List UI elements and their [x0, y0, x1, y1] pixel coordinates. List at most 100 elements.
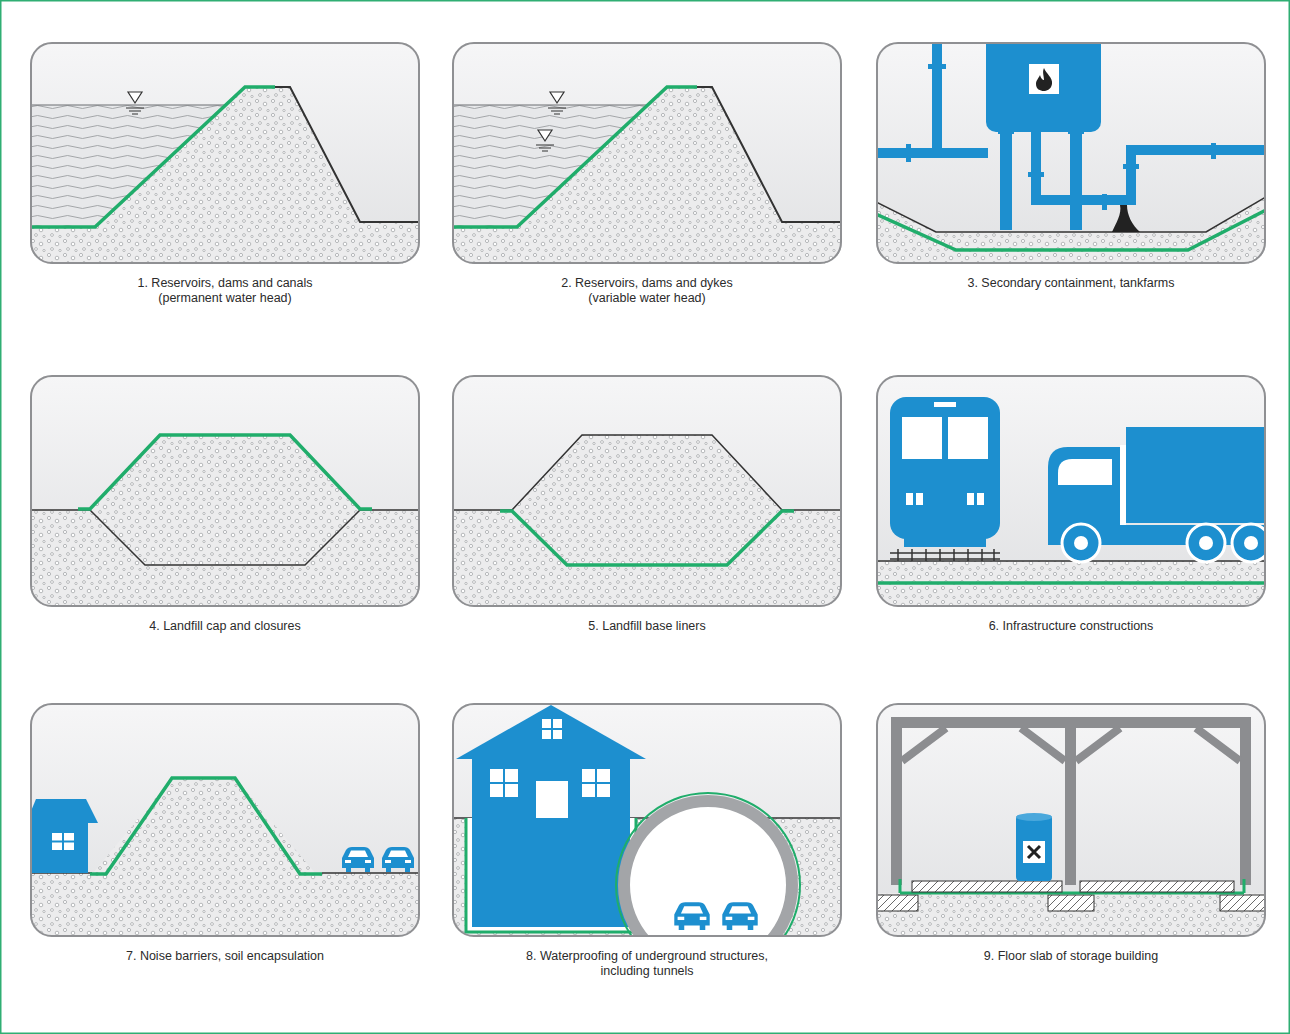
illustration-part	[1036, 132, 1266, 200]
illustration-part	[30, 872, 420, 874]
illustration-part	[52, 833, 74, 850]
application-panel: 4. Landfill cap and closures	[30, 375, 420, 607]
illustration-part	[382, 847, 414, 872]
illustration-part	[536, 781, 568, 818]
application-panel: 6. Infrastructure constructions	[876, 375, 1266, 607]
panel-caption: 5. Landfill base liners	[457, 619, 837, 634]
illustration-part	[902, 417, 942, 459]
illustration-part	[90, 778, 322, 874]
illustration-part	[1220, 895, 1266, 911]
illustration-part	[30, 873, 420, 937]
illustration-part	[275, 87, 420, 222]
panel-caption: 7. Noise barriers, soil encapsulation	[35, 949, 415, 964]
illustration-part	[582, 784, 595, 797]
application-panel: 7. Noise barriers, soil encapsulation	[30, 703, 420, 937]
infrastructure	[876, 375, 1266, 607]
illustration-part	[932, 42, 942, 157]
dam-permanent-head	[30, 42, 420, 264]
illustration-part	[548, 108, 566, 114]
illustration-part	[452, 42, 842, 264]
illustration-part	[906, 144, 911, 162]
illustration-part	[912, 881, 1062, 892]
storage-floor-slab	[876, 703, 1266, 937]
illustration-part	[90, 435, 360, 510]
illustration-part	[1080, 881, 1234, 892]
illustration-part	[542, 730, 551, 739]
illustration-part	[674, 902, 709, 930]
illustration-part	[597, 784, 610, 797]
illustration-part	[128, 92, 142, 103]
illustration-part	[452, 87, 842, 264]
landfill-cap	[30, 375, 420, 607]
illustration-part	[30, 821, 88, 873]
illustration-part	[456, 705, 646, 759]
panel-caption: 9. Floor slab of storage building	[881, 949, 1261, 964]
panel-caption: 3. Secondary containment, tankfarms	[881, 276, 1261, 291]
illustration-part	[890, 553, 1000, 559]
illustration-part	[900, 879, 1244, 893]
illustration-part	[1126, 427, 1266, 523]
application-panel: 8. Waterproofing of underground structur…	[452, 703, 842, 937]
panel-caption: 1. Reservoirs, dams and canals (permanen…	[118, 276, 333, 306]
illustration-part	[1048, 447, 1120, 525]
illustration-part	[1016, 813, 1052, 821]
illustration-part	[977, 493, 984, 505]
illustration-part	[1029, 64, 1059, 94]
illustration-part	[1211, 143, 1216, 159]
illustration-part	[891, 717, 902, 885]
illustration-part	[1240, 717, 1251, 885]
illustration-part	[722, 902, 757, 930]
illustration-part	[1123, 164, 1139, 169]
illustration-part	[30, 510, 420, 607]
illustration-part	[542, 719, 551, 728]
illustration-part	[30, 799, 98, 823]
illustration-part	[505, 784, 518, 797]
illustration-part	[472, 751, 630, 927]
illustration-part	[1023, 841, 1045, 863]
illustration-part	[948, 417, 988, 459]
illustration-part	[624, 801, 792, 937]
illustration-part	[876, 703, 1266, 937]
underground-waterproofing	[452, 703, 842, 937]
application-panel: 5. Landfill base liners	[452, 375, 842, 607]
illustration-part	[876, 148, 988, 158]
illustration-part	[1036, 68, 1052, 91]
illustration-part	[1102, 194, 1107, 210]
illustration-part	[876, 581, 1266, 585]
illustration-part	[30, 105, 226, 106]
illustration-part	[512, 435, 782, 510]
illustration-part	[490, 784, 503, 797]
illustration-part	[1016, 815, 1052, 881]
illustration-part	[452, 87, 697, 227]
panel-caption: 2. Reservoirs, dams and dykes (variable …	[540, 276, 755, 306]
illustration-part	[1065, 717, 1076, 885]
illustration-part	[1199, 536, 1213, 550]
illustration-part	[342, 847, 374, 872]
illustration-part	[876, 561, 1266, 607]
illustration-part	[1112, 205, 1140, 232]
illustration-part	[1232, 524, 1266, 562]
landfill-base	[452, 375, 842, 607]
illustration-part	[1028, 172, 1044, 177]
illustration-part	[93, 778, 315, 873]
illustration-part	[1000, 132, 1012, 230]
application-panel: 1. Reservoirs, dams and canals (permanen…	[30, 42, 420, 264]
illustration-part	[898, 549, 994, 561]
illustration-part	[1070, 132, 1082, 230]
illustration-part	[553, 719, 562, 728]
illustration-part	[536, 145, 554, 151]
dam-variable-head	[452, 42, 842, 264]
illustration-part	[582, 769, 595, 782]
illustration-part	[967, 493, 974, 505]
illustration-part	[904, 537, 986, 547]
illustration-part	[550, 92, 564, 103]
illustration-part	[30, 87, 275, 227]
illustration-part	[30, 42, 420, 264]
illustration-part	[30, 87, 420, 264]
illustration-part	[876, 893, 1266, 937]
illustration-part	[90, 510, 360, 565]
illustration-part	[490, 769, 503, 782]
illustration-part	[890, 397, 1000, 539]
